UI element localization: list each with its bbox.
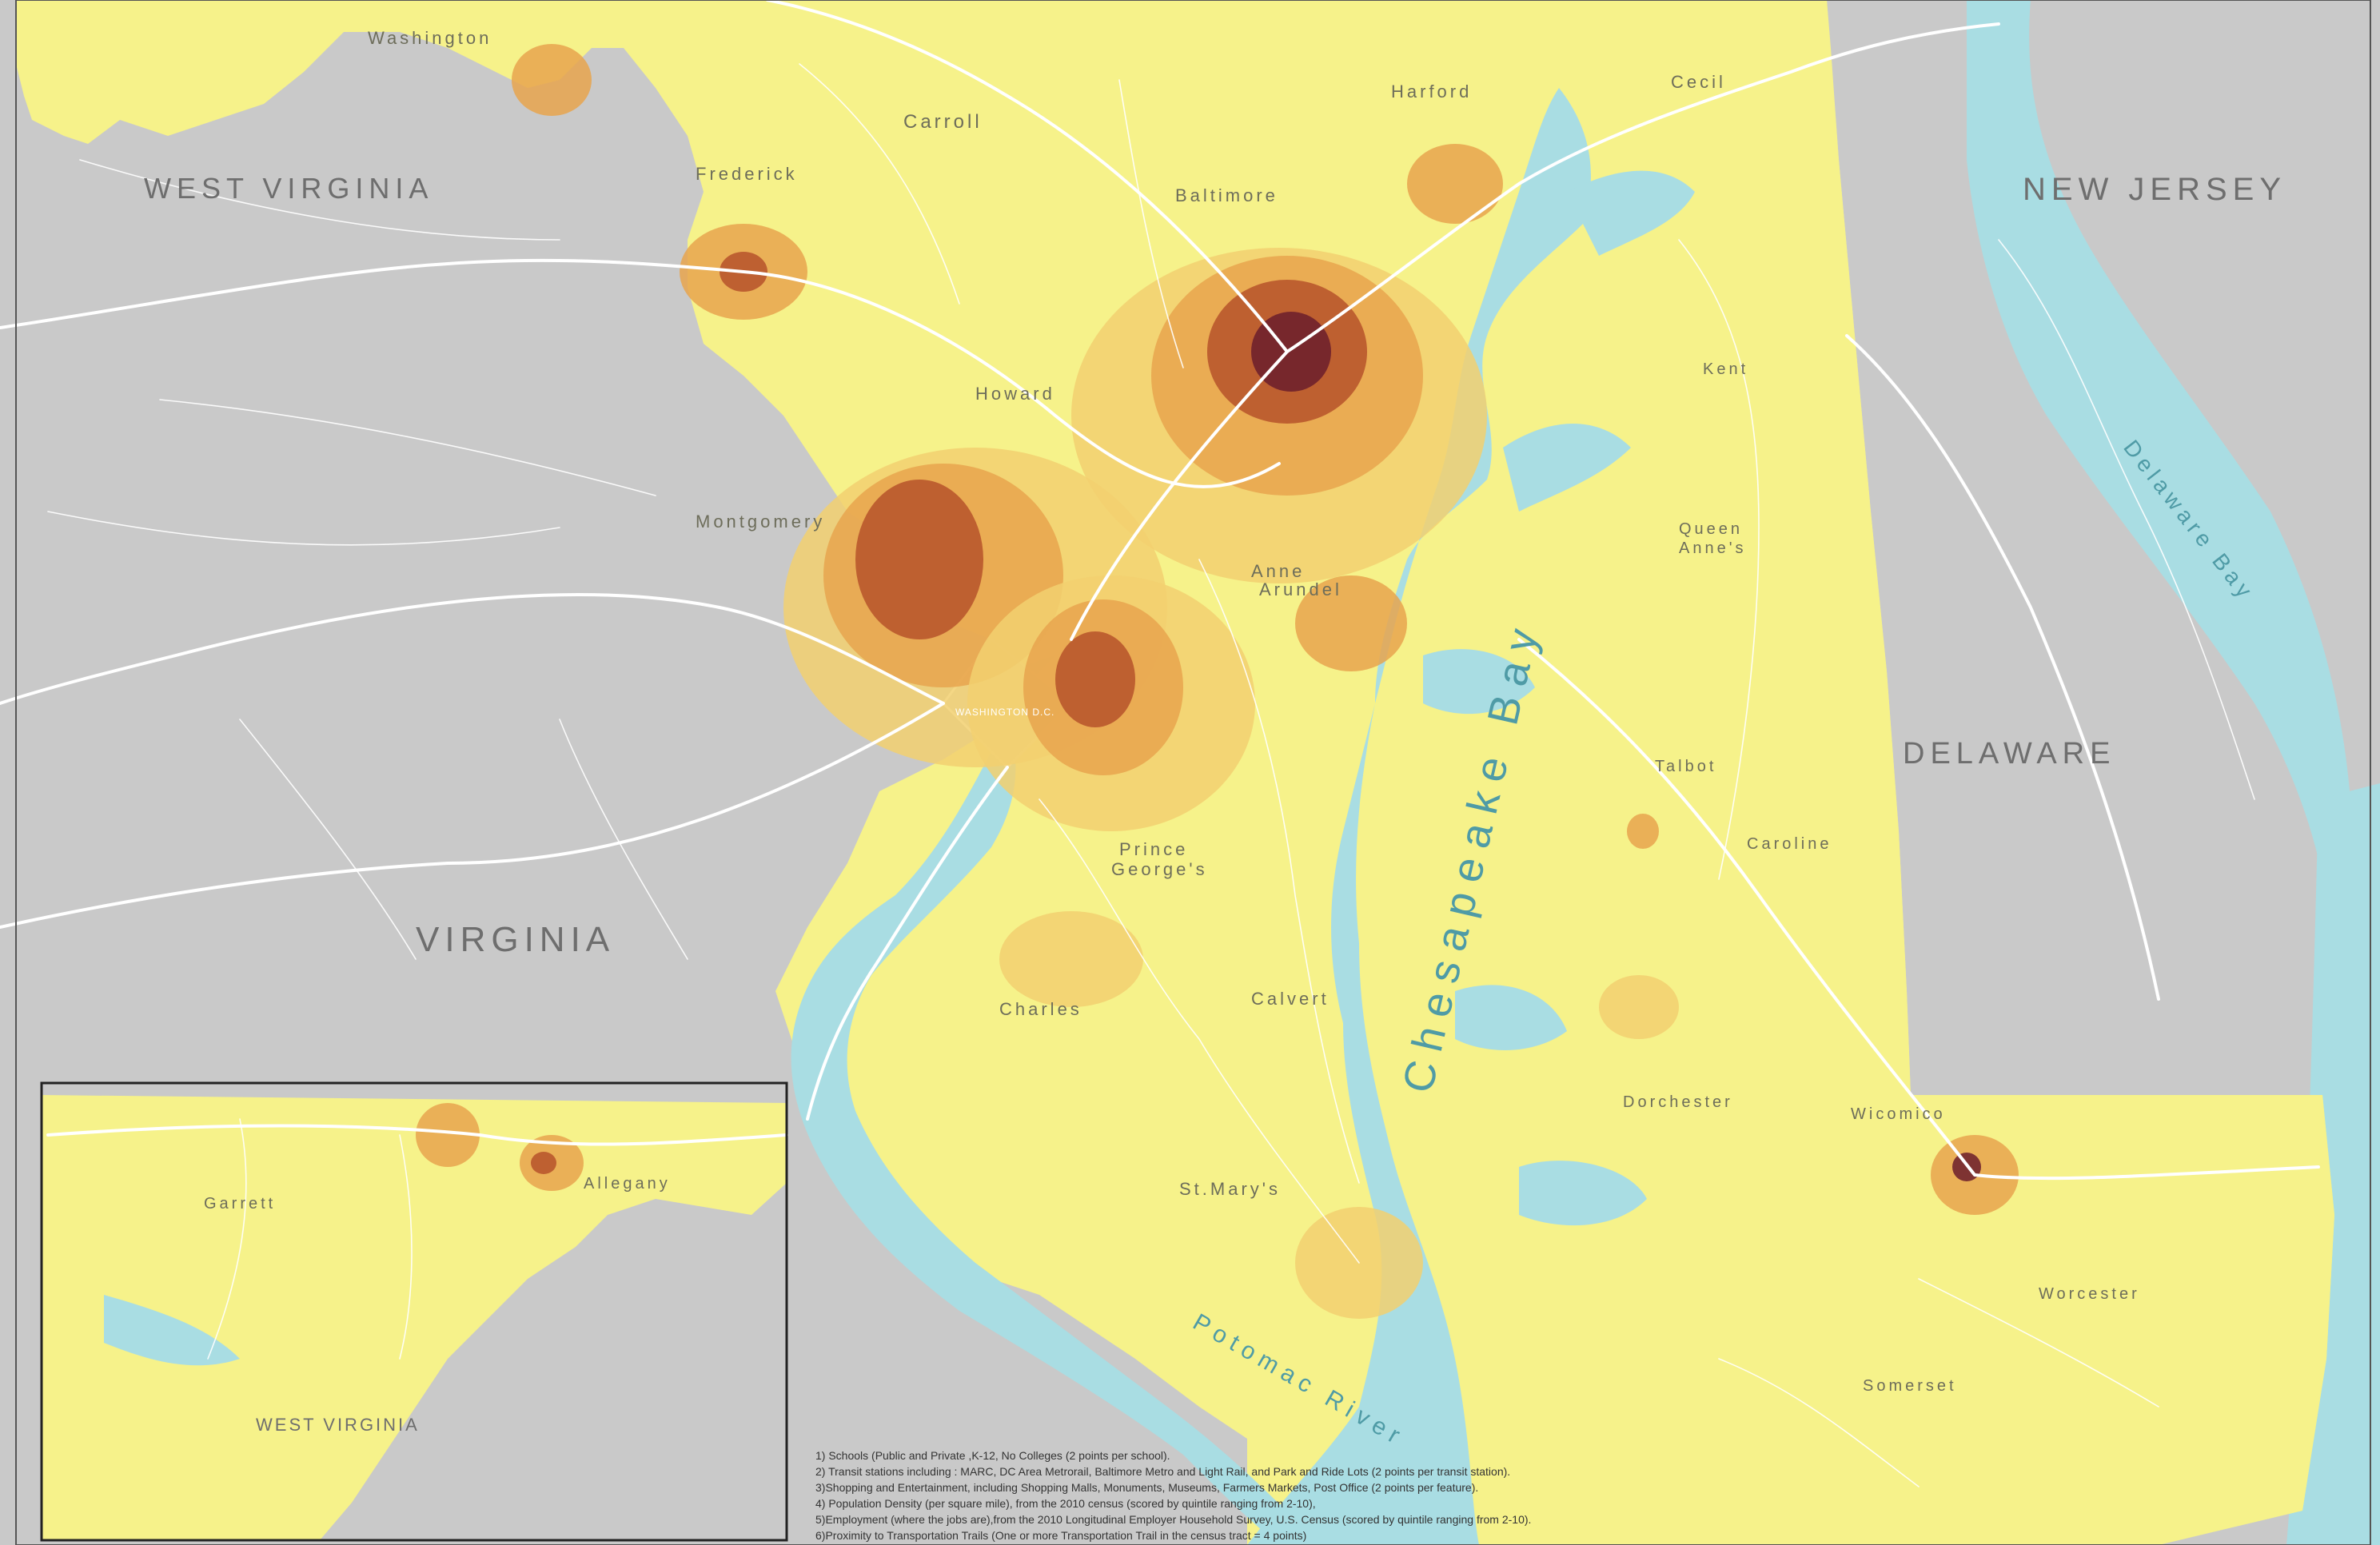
legend-notes: 1) Schools (Public and Private ,K-12, No…: [815, 1449, 1531, 1542]
cluster-annearundel: [1295, 575, 1407, 671]
cluster-princegeorges-high: [1055, 631, 1135, 727]
county-worcester: Worcester: [2039, 1285, 2140, 1303]
county-washington: Washington: [368, 28, 492, 48]
county-frederick: Frederick: [696, 164, 798, 184]
legend-line-3: 3)Shopping and Entertainment, including …: [815, 1481, 1478, 1494]
label-virginia: VIRGINIA: [416, 920, 615, 959]
legend-line-1: 1) Schools (Public and Private ,K-12, No…: [815, 1449, 1170, 1462]
county-wicomico: Wicomico: [1851, 1105, 1946, 1123]
county-caroline: Caroline: [1747, 835, 1832, 853]
cluster-hagerstown: [512, 44, 592, 116]
western-maryland-inset: [40, 1081, 788, 1542]
county-kent: Kent: [1703, 360, 1748, 378]
county-talbot: Talbot: [1655, 758, 1716, 775]
label-new-jersey: NEW JERSEY: [2023, 172, 2286, 207]
inset-river: [104, 1295, 240, 1366]
bay-inlets: [1423, 170, 1695, 1226]
cluster-waldorf: [999, 911, 1143, 1007]
map-border: [15, 0, 2371, 1545]
county-anne-2: Arundel: [1259, 579, 1342, 599]
county-prince-2: George's: [1111, 859, 1208, 879]
county-st-marys: St.Mary's: [1179, 1179, 1281, 1199]
legend-line-2: 2) Transit stations including : MARC, DC…: [815, 1465, 1510, 1478]
label-delaware: DELAWARE: [1903, 737, 2115, 771]
county-baltimore: Baltimore: [1175, 185, 1278, 205]
cluster-cambridge: [1599, 975, 1679, 1039]
inset-cluster-frostburg: [416, 1103, 480, 1167]
road-network: [0, 0, 2320, 1487]
county-queen-2: Anne's: [1679, 540, 1747, 557]
inset-maryland-landmass: [42, 1095, 787, 1540]
legend-line-6: 6)Proximity to Transportation Trails (On…: [815, 1529, 1306, 1542]
inset-cluster-cumberland-core: [531, 1152, 556, 1174]
legend-line-5: 5)Employment (where the jobs are),from t…: [815, 1513, 1531, 1526]
county-cecil: Cecil: [1671, 72, 1726, 92]
county-howard: Howard: [975, 384, 1055, 404]
label-washington-dc: WASHINGTON D.C.: [955, 707, 1054, 718]
cluster-montgomery-high: [855, 480, 983, 639]
label-inset-west-virginia: WEST VIRGINIA: [256, 1415, 420, 1435]
county-montgomery: Montgomery: [696, 512, 825, 532]
county-queen-1: Queen: [1679, 520, 1743, 538]
eastern-shore-landmass: [1423, 0, 2334, 1545]
county-charles: Charles: [999, 999, 1082, 1019]
cluster-harford: [1407, 144, 1503, 224]
county-allegany: Allegany: [584, 1175, 671, 1193]
county-prince-1: Prince: [1119, 839, 1188, 859]
cluster-easton: [1627, 814, 1659, 849]
county-dorchester: Dorchester: [1623, 1093, 1733, 1111]
county-somerset: Somerset: [1863, 1377, 1957, 1395]
county-anne-1: Anne: [1251, 561, 1305, 581]
legend-line-4: 4) Population Density (per square mile),…: [815, 1497, 1316, 1510]
county-harford: Harford: [1391, 82, 1472, 102]
county-carroll: Carroll: [903, 111, 983, 133]
county-calvert: Calvert: [1251, 989, 1330, 1009]
label-west-virginia: WEST VIRGINIA: [144, 172, 433, 205]
delaware-river-bay: [1967, 0, 2380, 1545]
inset-frame: [40, 1081, 788, 1542]
county-garrett: Garrett: [204, 1195, 276, 1213]
